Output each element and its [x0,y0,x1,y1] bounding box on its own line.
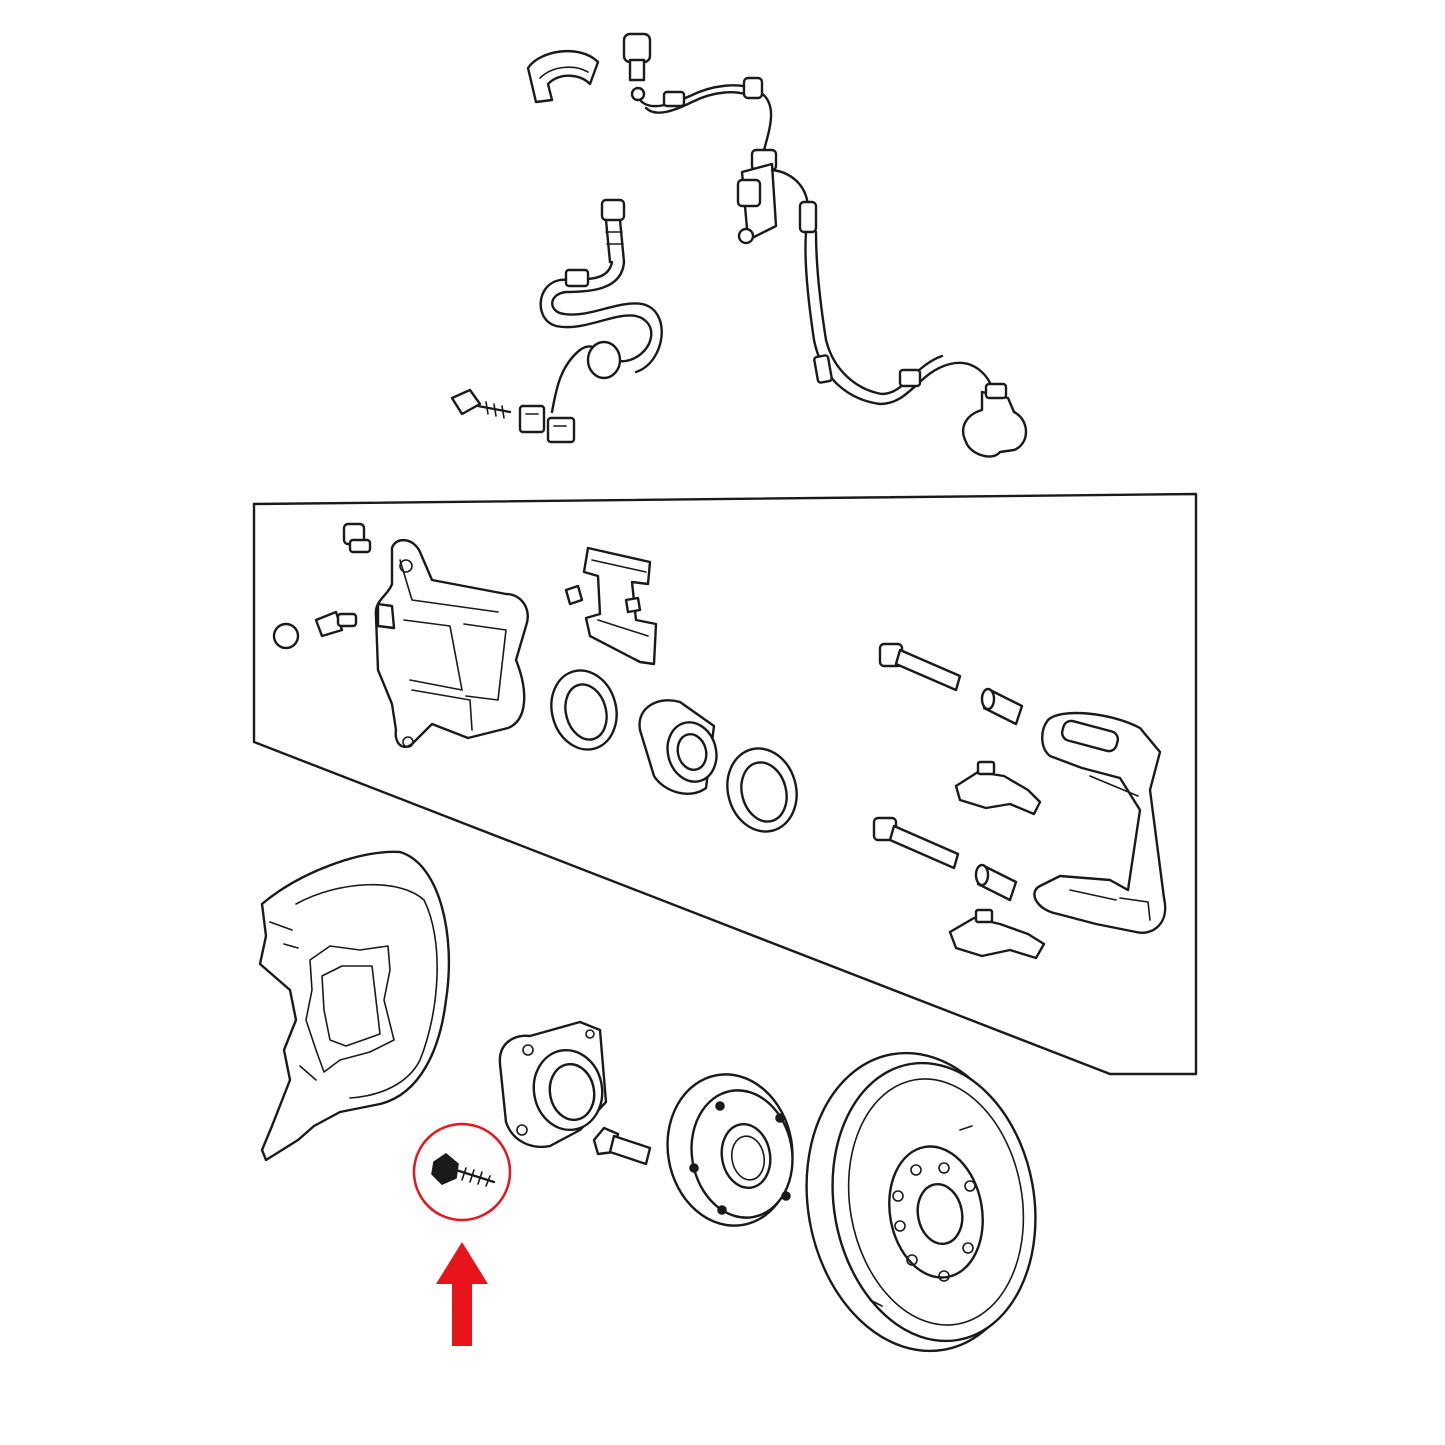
caliper-panel-frame [252,492,1198,1076]
brake-disc-rotor [805,1051,1037,1353]
guide-pin-lower [872,816,960,870]
wheel-bearing [498,1020,608,1149]
caliper-mounting-bracket [1033,711,1167,934]
caliper-piston [638,699,718,795]
pad-spring-clip [564,546,658,666]
splash-shield [258,850,451,1162]
guide-pin-upper [878,642,962,692]
pin-boot-lower [974,863,1018,902]
grommet-cap [622,32,652,102]
hub-bolt [592,1126,652,1166]
harness-clip-bracket [526,49,600,104]
abs-sensor-harness-right [526,32,1028,458]
bleeder-screw [272,610,358,650]
piston-dust-boot [726,747,798,833]
highlighted-bolt [431,1153,496,1187]
pin-boot-upper [980,687,1024,726]
harness-bolt-left [450,388,512,419]
circle-highlight-icon [412,1122,512,1222]
abs-sensor-head-right [961,390,1028,458]
piston-seal [550,669,618,751]
pad-shim-lower [948,908,1046,960]
caliper-body [374,539,529,749]
pad-shim-upper [954,760,1042,816]
brake-caliper-assembly [252,492,1198,1076]
abs-sensor-harness-left [450,198,663,444]
bleeder-cap [342,522,372,554]
arrow-up-icon [436,1242,488,1346]
wheel-hub [666,1073,794,1227]
